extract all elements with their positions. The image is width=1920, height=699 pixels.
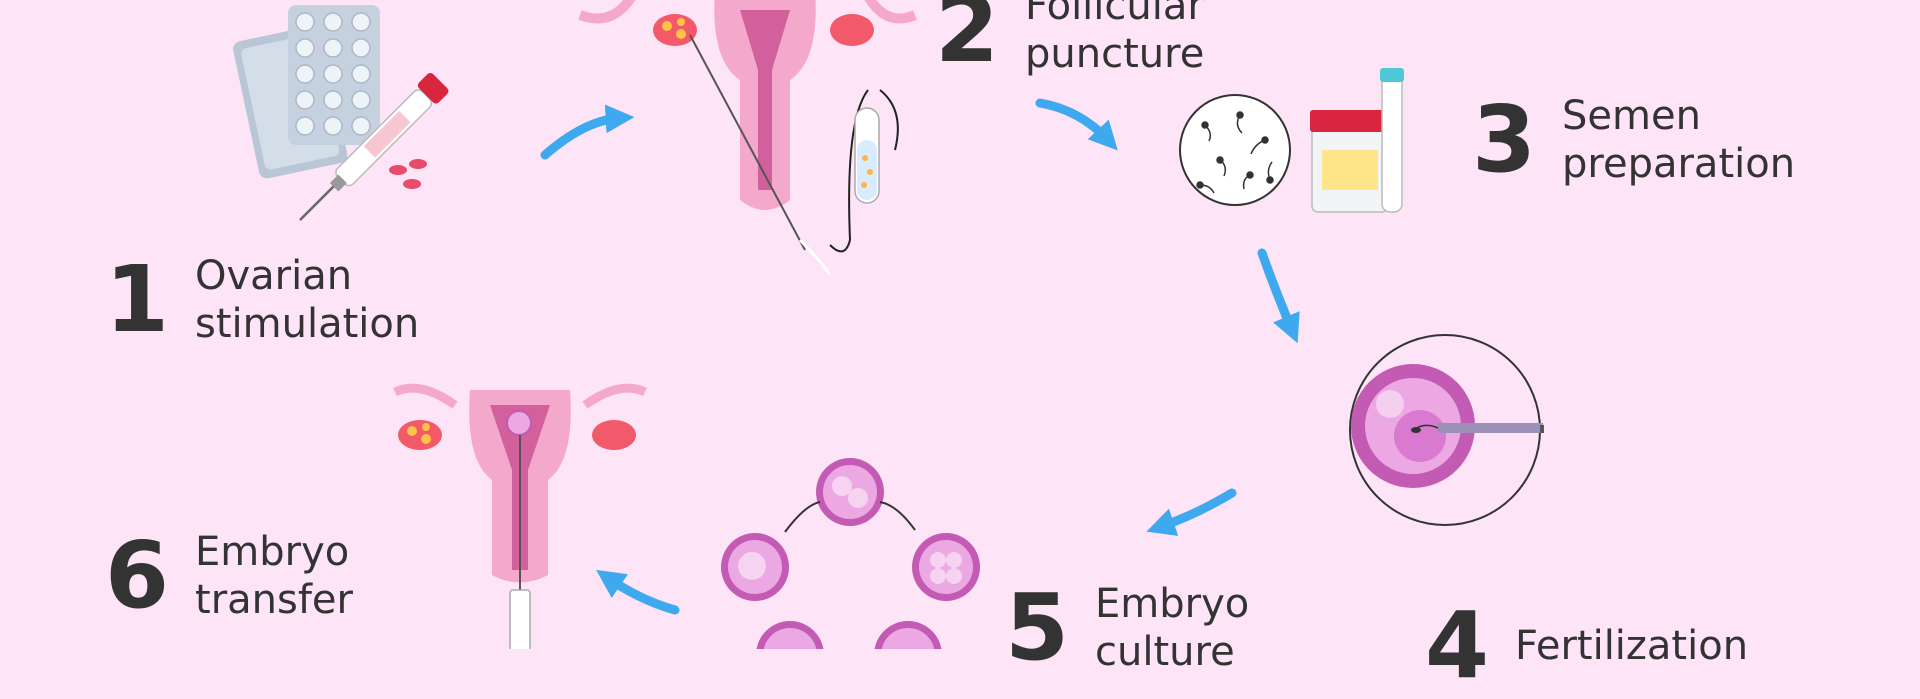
arrow-3-to-4 bbox=[1257, 248, 1300, 344]
micropipette-icon bbox=[1411, 423, 1544, 433]
step-6-label: 6 Embryo transfer bbox=[105, 528, 353, 624]
step-1-label: 1 Ovarian stimulation bbox=[105, 252, 419, 348]
ivf-diagram-illustration bbox=[233, 0, 1544, 649]
step-title: Follicular puncture bbox=[1025, 0, 1205, 77]
sample-cup-icon bbox=[1310, 68, 1404, 213]
arrow-2-to-3 bbox=[1035, 98, 1118, 151]
test-tube-icon bbox=[829, 89, 899, 253]
pill-blister-icon bbox=[233, 5, 427, 189]
syringe-icon bbox=[299, 72, 449, 221]
step-number: 3 bbox=[1472, 86, 1537, 193]
step-4-label: 4 Fertilization bbox=[1425, 600, 1748, 692]
embryo-cell-icon bbox=[721, 458, 980, 649]
step-title: Semen preparation bbox=[1562, 93, 1796, 187]
step-5-label: 5 Embryo culture bbox=[1005, 580, 1249, 676]
catheter-icon bbox=[509, 435, 531, 649]
arrow-1-to-2 bbox=[540, 104, 635, 160]
step-title: Fertilization bbox=[1515, 623, 1749, 669]
step-2-label: 2 Follicular puncture bbox=[935, 0, 1204, 78]
step-number: 1 bbox=[105, 246, 170, 353]
arrow-5-to-6 bbox=[596, 569, 680, 615]
uterus-icon bbox=[578, 0, 917, 276]
arrow-icon bbox=[540, 98, 1300, 615]
step-number: 4 bbox=[1425, 592, 1490, 699]
step-number: 5 bbox=[1005, 574, 1070, 681]
step-title: Embryo culture bbox=[1095, 581, 1250, 675]
egg-cell-icon bbox=[1349, 334, 1541, 526]
step-title: Ovarian stimulation bbox=[195, 253, 420, 347]
step-3-label: 3 Semen preparation bbox=[1472, 92, 1795, 188]
sperm-dish-icon bbox=[1179, 94, 1291, 206]
step-number: 2 bbox=[935, 0, 1000, 83]
step-title: Embryo transfer bbox=[195, 529, 353, 623]
arrow-4-to-5 bbox=[1146, 488, 1237, 536]
step-number: 6 bbox=[105, 522, 170, 629]
